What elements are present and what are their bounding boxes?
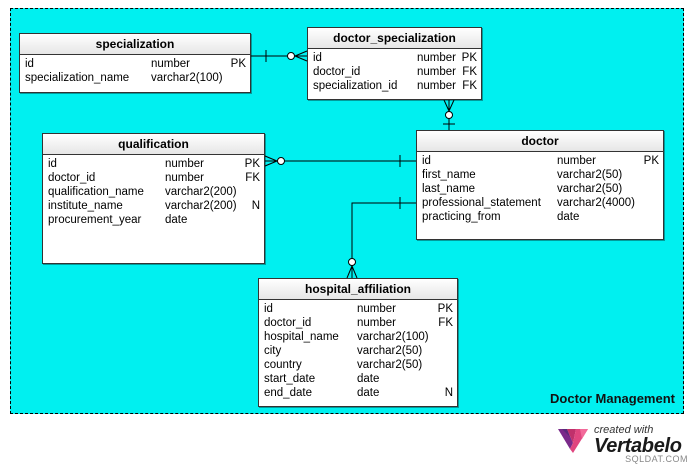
column-name: institute_name <box>48 200 123 212</box>
column-type: varchar2(4000) <box>557 197 635 209</box>
column-type: number <box>165 172 204 184</box>
column-name: hospital_name <box>264 331 339 343</box>
column-type: date <box>557 211 580 223</box>
column-name: id <box>264 303 273 315</box>
column-type: number <box>165 158 204 170</box>
column-type: varchar2(100) <box>357 331 429 343</box>
column-type: number <box>417 80 456 92</box>
column-row[interactable]: doctor_id number FK <box>264 316 457 330</box>
column-name: country <box>264 359 302 371</box>
column-row[interactable]: first_name varchar2(50) <box>422 168 663 182</box>
column-name: doctor_id <box>48 172 96 184</box>
column-row[interactable]: id number PK <box>313 51 481 65</box>
subject-area-label: Doctor Management <box>550 391 675 406</box>
column-name: id <box>48 158 57 170</box>
column-type: varchar2(200) <box>165 200 237 212</box>
column-type: varchar2(50) <box>557 169 623 181</box>
created-with-text: created with <box>594 424 654 436</box>
column-row[interactable]: id number PK <box>48 157 264 171</box>
column-name: end_date <box>264 387 312 399</box>
table-doctor-specialization[interactable]: doctor_specialization id number PK docto… <box>307 27 482 100</box>
column-name: id <box>25 58 34 70</box>
column-name: id <box>422 155 431 167</box>
column-name: doctor_id <box>313 66 361 78</box>
column-name: qualification_name <box>48 186 144 198</box>
column-row[interactable]: country varchar2(50) <box>264 358 457 372</box>
column-type: number <box>557 155 596 167</box>
table-specialization[interactable]: specialization id number PK specializati… <box>19 33 251 93</box>
column-key: FK <box>245 172 260 184</box>
column-type: number <box>357 317 396 329</box>
column-row[interactable]: city varchar2(50) <box>264 344 457 358</box>
column-key: FK <box>462 80 477 92</box>
column-type: number <box>417 52 456 64</box>
column-row[interactable]: id number PK <box>264 302 457 316</box>
table-title: specialization <box>20 34 250 55</box>
column-row[interactable]: specialization_name varchar2(100) <box>25 71 250 85</box>
column-row[interactable]: hospital_name varchar2(100) <box>264 330 457 344</box>
column-row[interactable]: professional_statement varchar2(4000) <box>422 196 663 210</box>
column-name: city <box>264 345 282 357</box>
column-type: date <box>357 373 380 385</box>
column-name: first_name <box>422 169 476 181</box>
column-name: specialization_name <box>25 72 130 84</box>
column-row[interactable]: id number PK <box>25 57 250 71</box>
column-type: number <box>357 303 396 315</box>
column-key: FK <box>462 66 477 78</box>
column-name: last_name <box>422 183 476 195</box>
column-row[interactable]: doctor_id number FK <box>48 171 264 185</box>
column-row[interactable]: procurement_year date <box>48 213 264 227</box>
table-title: hospital_affiliation <box>259 279 457 300</box>
column-type: number <box>417 66 456 78</box>
column-type: varchar2(200) <box>165 186 237 198</box>
column-type: date <box>165 214 188 226</box>
column-type: date <box>357 387 380 399</box>
column-key: PK <box>643 155 659 167</box>
column-row[interactable]: institute_name varchar2(200) N <box>48 199 264 213</box>
column-type: varchar2(50) <box>357 345 423 357</box>
column-name: procurement_year <box>48 214 142 226</box>
column-name: professional_statement <box>422 197 541 209</box>
column-key: PK <box>244 158 260 170</box>
column-name: doctor_id <box>264 317 312 329</box>
column-row[interactable]: practicing_from date <box>422 210 663 224</box>
column-key: N <box>444 387 453 399</box>
column-type: varchar2(100) <box>151 72 223 84</box>
column-row[interactable]: last_name varchar2(50) <box>422 182 663 196</box>
column-key: N <box>251 200 260 212</box>
column-row[interactable]: id number PK <box>422 154 663 168</box>
table-qualification[interactable]: qualification id number PK doctor_id num… <box>42 133 265 264</box>
vertabelo-branding[interactable]: created with Vertabelo <box>556 424 686 460</box>
column-row[interactable]: qualification_name varchar2(200) <box>48 185 264 199</box>
column-type: number <box>151 58 190 70</box>
column-type: varchar2(50) <box>557 183 623 195</box>
column-row[interactable]: specialization_id number FK <box>313 79 481 93</box>
column-type: varchar2(50) <box>357 359 423 371</box>
column-name: id <box>313 52 322 64</box>
column-key: PK <box>437 303 453 315</box>
vertabelo-logo-icon <box>558 429 588 453</box>
vertabelo-wordmark: Vertabelo <box>594 435 682 457</box>
column-key: FK <box>438 317 453 329</box>
table-hospital-affiliation[interactable]: hospital_affiliation id number PK doctor… <box>258 278 458 407</box>
table-title: doctor <box>417 131 663 152</box>
table-title: doctor_specialization <box>308 28 481 49</box>
column-row[interactable]: doctor_id number FK <box>313 65 481 79</box>
column-name: specialization_id <box>313 80 398 92</box>
column-key: PK <box>461 52 477 64</box>
watermark: SQLDAT.COM <box>625 454 688 464</box>
column-name: practicing_from <box>422 211 501 223</box>
column-row[interactable]: start_date date <box>264 372 457 386</box>
column-row[interactable]: end_date date N <box>264 386 457 400</box>
column-name: start_date <box>264 373 316 385</box>
table-doctor[interactable]: doctor id number PK first_name varchar2(… <box>416 130 664 240</box>
table-title: qualification <box>43 134 264 155</box>
column-key: PK <box>230 58 246 70</box>
